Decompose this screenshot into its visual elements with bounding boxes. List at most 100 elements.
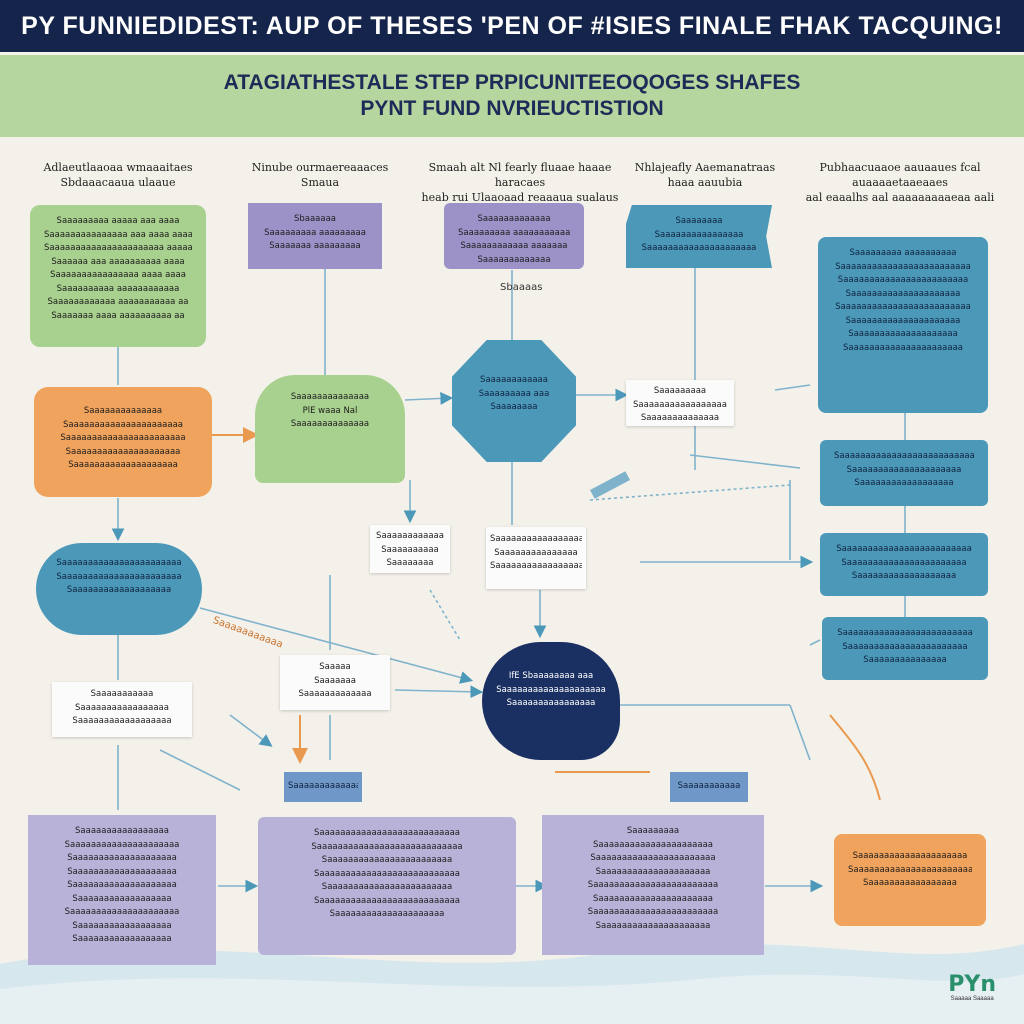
small-blue-label-2: Saaaaaaaaaaa [670, 772, 748, 802]
box-text-line: Saaaaaaaaaaaaaaaaaa [72, 716, 172, 726]
box-text-line: Saaaaaaaaaaaaaaaaaaaaaaa [590, 853, 716, 863]
column-header-5: Pubhaacuaaoe aauaaues fcal auaaaaetaaeaa… [805, 161, 995, 204]
box-text-line: Saaaaaaaaaaaaaaaaa [75, 826, 169, 836]
box-text-line: Saaaaaaaaaaaaaa [290, 392, 370, 402]
box-text-line: Saaaaaaaaaaaaaaaaaaaaaaa [60, 433, 186, 443]
box-text-line: Saaaaaaaa [675, 216, 723, 226]
page-title: PY FUNNIEDIDEST: AUP OF THESES 'PEN OF #… [21, 11, 1003, 40]
box-text-line: Saaaaaaaaaaaaa [477, 214, 551, 224]
box-text-line: Saaaaaaaaaaaaaaaaaa [72, 920, 172, 931]
box-text-line: Saaaaaaaaaaaaaaaaaaaaaaa [56, 558, 182, 568]
box-text-line: Saaaaaaaaaaaaaaaa [654, 229, 744, 240]
box-text-line: IfE Sbaaaaaaaa aaa [508, 671, 594, 681]
box-text-line: Saaaaaaaaaaaaaaaaaaaaaaaa [587, 880, 719, 890]
box-text-line: Saaaaaaaaaaaaaaaaaaaaa [64, 839, 180, 850]
box-text-line: Saaaaaaaaaaaaaaaaaaaa [67, 880, 177, 890]
box-text-line: Saaaaaaaa [490, 402, 538, 412]
box-text-line: Saaaaaaaa [386, 558, 434, 568]
box-text-line: Saaaaaaaaaaa [90, 689, 154, 699]
box-text-line: Saaaaaaa aaaaaaaaa [269, 241, 361, 251]
box-text-line: Saaaaaaaaaaaaaa [83, 406, 163, 416]
box-text-line: Saaaaaaaaaaaaaaaaaaaaaaaa [321, 855, 453, 865]
box-text-line: Saaaaaaaaaaaaaaaaaaaaa [65, 446, 181, 457]
box-text-line: Saaaaaaaaaaaaaaaaa [633, 399, 727, 410]
box-text-line: Saaaaaaaaaaaaaaaaaaaaaaaaaaaa [311, 841, 463, 852]
box-text-line: Saaaaaaaaaaaaaaaaaaa [851, 571, 957, 581]
connector-label-top: Sbaaaas [500, 282, 543, 293]
box-text-line: Saaaaaaaaaaaaaaaaaaaaaa [593, 839, 713, 850]
box-text-line: Saaaaaaaaaaaaaaaa aaaa aaaa [50, 270, 186, 280]
box-text-line: Saaaaaaaaaaa [677, 781, 741, 791]
box-text-line: Saaaaaaaaaaaaaaaaaaaa [67, 853, 177, 863]
box-text-line: Saaaaaaaaaaaaaa [290, 419, 370, 429]
box-text-line: Saaaaaaaaaaaaaaaaaaaaaa [63, 419, 183, 430]
subtitle-line-2: PYNT FUND NVRIEUCTISTION [360, 97, 664, 120]
box-text-line: Saaaaaaaaaaaaaaaaaaaaaaa [56, 571, 182, 582]
box-text-line: Saaaaaaaaaaaaaaaaaaaa [68, 460, 178, 470]
small-blue-label-1: Saaaaaaaaaaaaa [284, 772, 362, 802]
box-text-line: Saaaaaaaaaaaaa [298, 689, 372, 699]
box-text-line: Saaaaaaaaaaaaaaaaaaaaaa [843, 342, 963, 353]
column-header-3: Smaah alt Nl fearly fluaae haaae haracae… [421, 161, 619, 204]
box-text-line: Saaaaaaaaa aaa [478, 388, 550, 399]
box-text-line: Saaaaaaaaaaaa aaaaaaaaaaa aa [47, 297, 189, 307]
box-text-line: Saaaaaaaaaaaaaaaaaaaaa [641, 243, 757, 253]
box-text-line: Saaaaaaaaaaaaaaaaaaaaaaaaa [835, 261, 971, 272]
box-text-line: Saaaaaaaaaaaaaaaaaaaaa [595, 866, 711, 877]
box-text-line: Saaaaaaaaaaaaaaaaa [75, 702, 169, 713]
box-text-line: Saaaaaaaaaaaaaaaaaaaa [496, 684, 606, 695]
title-banner: PY FUNNIEDIDEST: AUP OF THESES 'PEN OF #… [0, 0, 1024, 52]
box-text-line: Saaaaaa aaa aaaaaaaaaa aaaa [51, 256, 185, 267]
box-text-line: Saaaaaaaaaaaaaaaaaaa [66, 585, 172, 595]
box-text-line: Saaaaaaaaaaaaaaaaaaaaa [329, 909, 445, 919]
box-text-line: Saaaaaaaaaaaaaaaaaaaaa [595, 920, 711, 931]
box-text-line: Saaaaaaaaaaaaaaaaaaaaaaa [848, 864, 972, 875]
box-text-line: Saaaaaaaaaaaaaaa [494, 547, 578, 558]
box-text-line: Saaaaaaaaaaaaaaaaa [863, 878, 957, 888]
box-text-line: Saaaaaaaaaaaaaaaaaaaaaa aaaaaa [44, 243, 192, 253]
box-text-line: Saaaaaaaaaaaaaaaaa [490, 534, 582, 544]
box-text-line: Sbaaaaaa [293, 214, 337, 224]
box-text-line: Saaaaaaaaaa [381, 544, 439, 555]
box-text-line: Saaaaaaaaaaaaaaaaaaaaaaaaaa [834, 451, 974, 461]
box-text-line: Saaaaaaaaa [653, 386, 707, 396]
box-text-line: Saaaaaaaaaaaaaaaaaaaaaaa [841, 557, 967, 568]
box-text-line: Saaaaaaaaaaaaaaaaaaaaaaaa [321, 882, 453, 892]
box-text-line: Saaaaaaaaaaaaaaaaaaaaa [845, 315, 961, 326]
box-text-line: Saaaaaaaaa aaaaaaaaa [264, 227, 366, 238]
box-text-line: Saaaaaaaaaaaaaaaaaaaaaaaa [837, 275, 969, 285]
box-text-line: Saaaaaaa aaaa aaaaaaaaaa aa [51, 310, 185, 321]
box-text-line: Saaaaaaaaaaaaaaaaaaaaaaaaa [835, 302, 971, 312]
box-text-line: Saaaaaaaaaaaaaaaaaaaaa [852, 851, 968, 861]
box-text-line: Saaaaaaaaaaaaaaa aaa aaaa aaaa [44, 229, 192, 240]
brand-logo: PYn Saaaaa Saaaaa [948, 974, 996, 1003]
box-text-line: Saaaaaaaaaaaaaaa [863, 655, 947, 665]
box-text-line: Saaaaaaaaaaaaaa [640, 413, 720, 423]
box-text-line: Saaaaaaaaaaaaaaaaaaaaaaa [842, 641, 968, 652]
box-text-line: Saaaaaaaaaaaaaaaaaaaaaa [593, 893, 713, 904]
box-text-line: Saaaaaaa [314, 675, 356, 686]
box-text-line: Saaaaaaaaaaaaaaaaaaaaaaaaaaa [313, 895, 461, 906]
box-text-line: Saaaaaaaaaaaaaaaaa [490, 561, 582, 571]
box-text-line: Saaaaaaaaa [626, 826, 680, 836]
